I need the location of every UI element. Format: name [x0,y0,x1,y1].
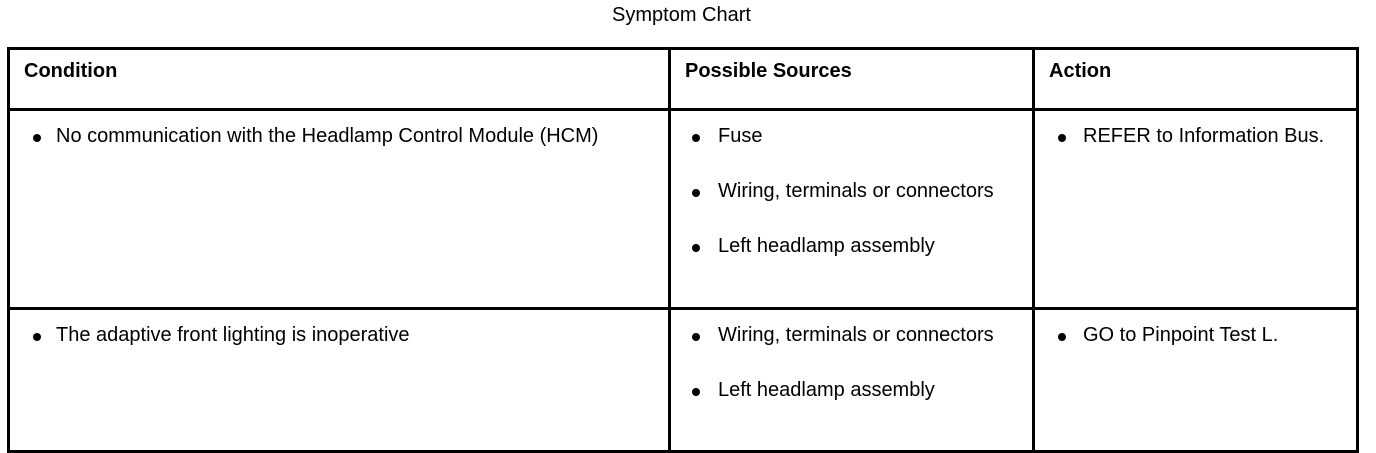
condition-list: No communication with the Headlamp Contr… [24,121,662,152]
list-item: Wiring, terminals or connectors [685,320,1026,351]
possible-sources-list: Wiring, terminals or connectors Left hea… [685,320,1026,406]
list-item: Fuse [685,121,1026,152]
bullet-icon [692,134,700,142]
column-header-possible-sources: Possible Sources [668,47,1035,111]
bullet-icon [1058,333,1066,341]
symptom-chart-table: Condition Possible Sources Action No com… [7,47,1359,453]
symptom-chart-page: Symptom Chart Condition Possible Sources… [7,4,1359,453]
column-header-action: Action [1032,47,1359,111]
list-item-label: Left headlamp assembly [718,379,935,401]
column-header-condition: Condition [7,47,671,111]
bullet-icon [692,189,700,197]
action-list: GO to Pinpoint Test L. [1049,320,1350,351]
cell-action: REFER to Information Bus. [1032,108,1359,310]
list-item-label: Wiring, terminals or connectors [718,180,994,202]
table-row: No communication with the Headlamp Contr… [7,108,1359,310]
cell-possible-sources: Fuse Wiring, terminals or connectors Lef… [668,108,1035,310]
bullet-icon [692,388,700,396]
bullet-icon [33,333,41,341]
bullet-icon [1058,134,1066,142]
table-row: The adaptive front lighting is inoperati… [7,307,1359,453]
list-item-label: Fuse [718,125,763,147]
list-item: Left headlamp assembly [685,231,1026,262]
page-title: Symptom Chart [612,4,751,26]
list-item-label: Wiring, terminals or connectors [718,324,994,346]
table-header-row: Condition Possible Sources Action [7,47,1359,111]
possible-sources-list: Fuse Wiring, terminals or connectors Lef… [685,121,1026,262]
condition-list: The adaptive front lighting is inoperati… [24,320,662,351]
bullet-icon [33,134,41,142]
list-item: No communication with the Headlamp Contr… [24,121,662,152]
list-item-label: No communication with the Headlamp Contr… [56,125,599,147]
list-item: The adaptive front lighting is inoperati… [24,320,662,351]
list-item-label: The adaptive front lighting is inoperati… [56,324,410,346]
cell-condition: No communication with the Headlamp Contr… [7,108,671,310]
bullet-icon [692,244,700,252]
action-list: REFER to Information Bus. [1049,121,1350,152]
cell-action: GO to Pinpoint Test L. [1032,307,1359,453]
list-item-label: Left headlamp assembly [718,235,935,257]
list-item: Left headlamp assembly [685,375,1026,406]
cell-condition: The adaptive front lighting is inoperati… [7,307,671,453]
list-item: REFER to Information Bus. [1049,121,1350,152]
cell-possible-sources: Wiring, terminals or connectors Left hea… [668,307,1035,453]
list-item-label: REFER to Information Bus. [1083,125,1325,147]
bullet-icon [692,333,700,341]
list-item: GO to Pinpoint Test L. [1049,320,1350,351]
list-item-label: GO to Pinpoint Test L. [1083,324,1279,346]
list-item: Wiring, terminals or connectors [685,176,1026,207]
